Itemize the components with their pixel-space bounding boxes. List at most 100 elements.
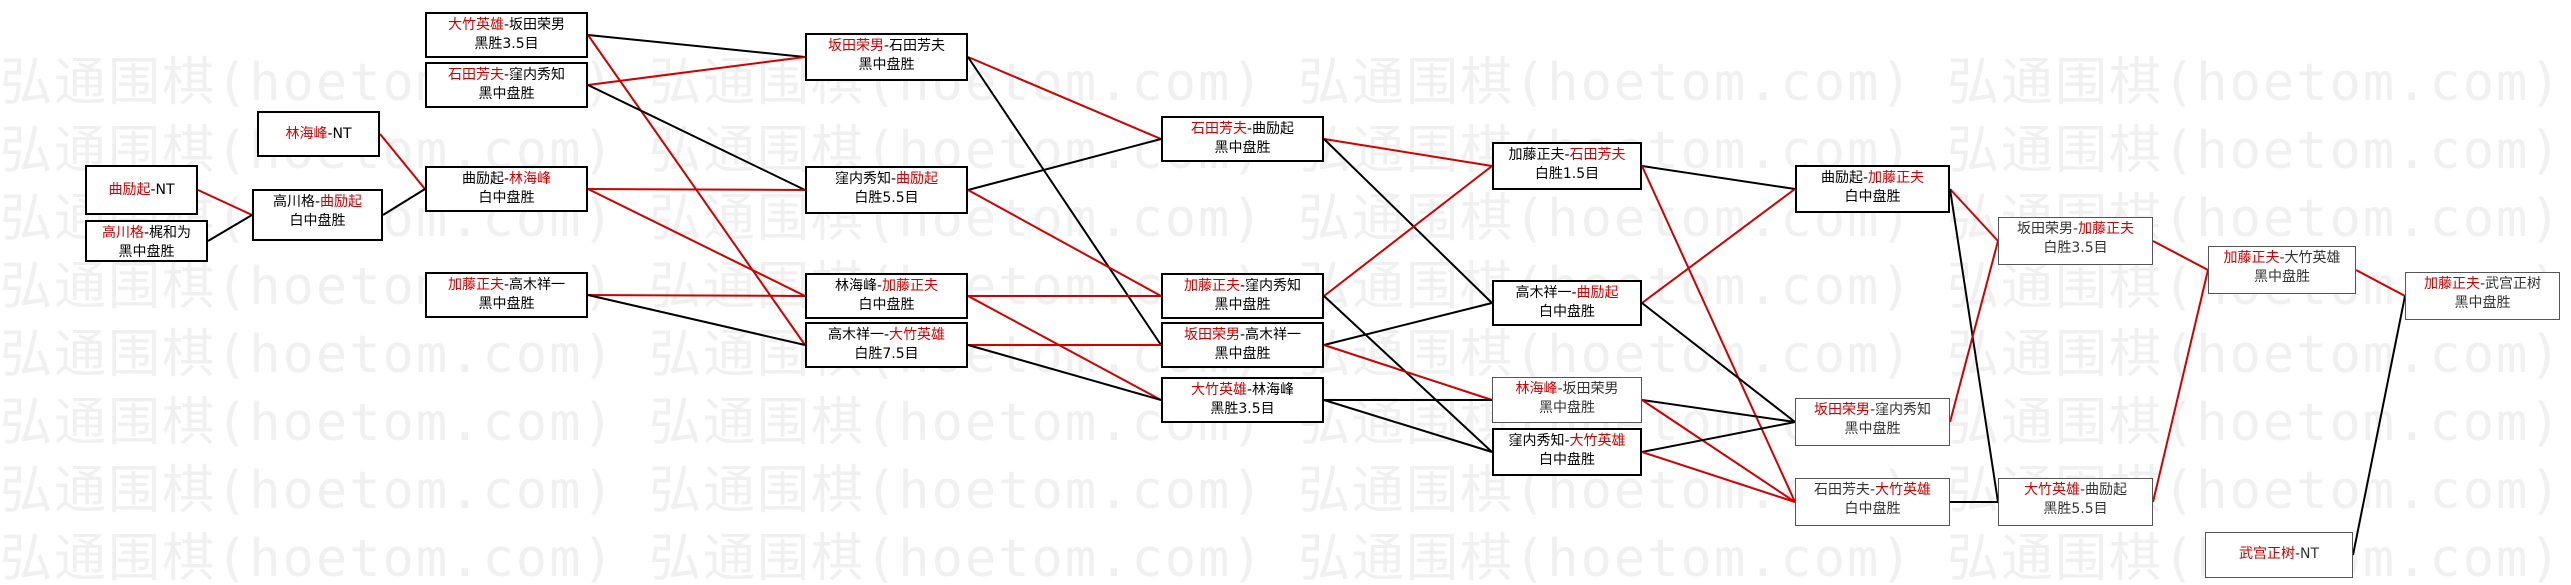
match-result: 白中盘胜	[1539, 452, 1595, 468]
match-players: 坂田荣男-加藤正夫	[1999, 220, 2152, 239]
player-black: 武宫正树	[2238, 546, 2295, 562]
player-separator: -	[2279, 250, 2285, 266]
match-players: 武宫正树-NT	[2206, 545, 2352, 564]
player-white: NT	[155, 182, 175, 198]
match-result: 白胜5.5目	[854, 190, 919, 206]
match-players: 曲励起-林海峰	[427, 170, 586, 189]
match-box-g1: 曲励起-NT	[85, 165, 198, 215]
match-result: 黑中盘胜	[1214, 346, 1271, 362]
player-white: 坂田荣男	[509, 17, 566, 33]
player-separator: -	[2479, 276, 2486, 292]
bracket-connector	[1323, 138, 1493, 167]
player-white: 加藤正夫	[2078, 221, 2135, 237]
match-box-g28: 加藤正夫-武宫正树黑中盘胜	[2405, 272, 2560, 320]
match-players: 加藤正夫-武宫正树	[2406, 275, 2559, 294]
match-box-g19: 林海峰-坂田荣男黑中盘胜	[1492, 377, 1642, 423]
player-black: 加藤正夫	[2423, 276, 2480, 292]
player-white: 窪内秀知	[509, 67, 566, 83]
player-white: 曲励起	[1576, 285, 1619, 301]
match-result: 黑中盘胜	[2454, 295, 2511, 311]
player-white: 窪内秀知	[1875, 402, 1932, 418]
bracket-connector	[587, 34, 806, 58]
bracket-connector	[587, 188, 806, 191]
match-result: 白中盘胜	[289, 213, 346, 229]
player-black: 坂田荣男	[1813, 402, 1870, 418]
bracket-connector	[1641, 399, 1796, 503]
match-result: 白中盘胜	[478, 190, 535, 206]
player-white: 坂田荣男	[1562, 381, 1619, 397]
match-result: 白中盘胜	[1844, 501, 1901, 517]
player-white: 窪内秀知	[1245, 278, 1302, 294]
bracket-connector	[379, 133, 426, 190]
bracket-connector	[1949, 188, 1999, 242]
bracket-connector	[382, 188, 426, 216]
match-players: 高木祥一-曲励起	[1494, 284, 1640, 303]
match-result: 白中盘胜	[1844, 189, 1901, 205]
player-white: 石田芳夫	[889, 38, 946, 54]
player-white: 曲励起	[1252, 121, 1295, 137]
match-box-g14: 加藤正夫-窪内秀知黑中盘胜	[1161, 273, 1324, 319]
bracket-connector	[1641, 302, 1796, 423]
player-separator: -	[1557, 381, 1563, 397]
match-box-g7: 曲励起-林海峰白中盘胜	[425, 166, 588, 212]
player-separator: -	[876, 278, 883, 294]
match-box-g15: 坂田荣男-高木祥一黑中盘胜	[1161, 322, 1324, 368]
match-box-g21: 曲励起-加藤正夫白中盘胜	[1795, 165, 1950, 213]
match-box-g2: 高川格-梶和为黑中盘胜	[85, 220, 208, 262]
match-box-g16: 大竹英雄-林海峰黑胜3.5目	[1161, 377, 1324, 423]
match-players: 窪内秀知-大竹英雄	[1494, 432, 1640, 451]
match-box-g27: 武宫正树-NT	[2205, 532, 2353, 578]
match-box-g17: 加藤正夫-石田芳夫白胜1.5目	[1492, 142, 1642, 190]
match-box-g22: 坂田荣男-窪内秀知黑中盘胜	[1795, 398, 1950, 446]
match-players: 大竹英雄-林海峰	[1163, 381, 1322, 400]
player-black: 坂田荣男	[1183, 327, 1240, 343]
match-players: 加藤正夫-高木祥一	[427, 276, 586, 295]
match-box-g4: 高川格-曲励起白中盘胜	[252, 189, 383, 241]
match-box-g11: 林海峰-加藤正夫白中盘胜	[805, 273, 968, 319]
player-white: 林海峰	[1252, 382, 1295, 398]
player-black: 高川格	[272, 194, 315, 210]
player-black: 坂田荣男	[2016, 221, 2073, 237]
match-result: 黑中盘胜	[1539, 400, 1595, 416]
player-separator: -	[150, 182, 156, 198]
bracket-connector	[1641, 165, 1796, 503]
bracket-connector	[2352, 295, 2406, 556]
player-black: 高川格	[101, 225, 144, 241]
match-players: 坂田荣男-高木祥一	[1163, 326, 1322, 345]
player-black: 曲励起	[461, 171, 504, 187]
bracket-connector	[587, 294, 806, 297]
player-black: 高木祥一	[827, 327, 884, 343]
player-separator: -	[503, 17, 510, 33]
bracket-connector	[1323, 302, 1493, 346]
player-black: 曲励起	[108, 182, 151, 198]
match-box-g8: 加藤正夫-高木祥一黑中盘胜	[425, 272, 588, 318]
match-players: 高川格-曲励起	[254, 193, 381, 212]
player-white: 高木祥一	[1245, 327, 1302, 343]
bracket-connector	[2152, 240, 2209, 271]
match-result: 白胜7.5目	[854, 346, 919, 362]
bracket-connector	[1949, 188, 1999, 503]
player-separator: -	[503, 171, 510, 187]
bracket-connector	[1641, 399, 1796, 423]
player-black: 高木祥一	[1515, 285, 1572, 301]
bracket-connector	[1323, 165, 1493, 297]
bracket-connector	[1323, 138, 1493, 304]
player-black: 窪内秀知	[834, 171, 891, 187]
match-result: 黑中盘胜	[1214, 297, 1271, 313]
match-box-g24: 坂田荣男-加藤正夫白胜3.5目	[1998, 217, 2153, 265]
bracket-connector	[2355, 269, 2406, 297]
match-players: 林海峰-NT	[259, 125, 378, 144]
player-white: NT	[2300, 546, 2320, 562]
match-players: 大竹英雄-曲励起	[1999, 481, 2152, 500]
player-black: 加藤正夫	[1508, 147, 1565, 163]
match-players: 加藤正夫-大竹英雄	[2209, 249, 2355, 268]
player-white: 石田芳夫	[1569, 147, 1626, 163]
player-white: 曲励起	[896, 171, 939, 187]
player-white: 高木祥一	[509, 277, 566, 293]
player-black: 大竹英雄	[1190, 382, 1247, 398]
match-box-g25: 大竹英雄-曲励起黑胜5.5目	[1998, 478, 2153, 526]
match-box-g20: 窪内秀知-大竹英雄白中盘胜	[1492, 428, 1642, 476]
match-result: 黑中盘胜	[478, 86, 535, 102]
match-result: 白胜3.5目	[2043, 240, 2108, 256]
